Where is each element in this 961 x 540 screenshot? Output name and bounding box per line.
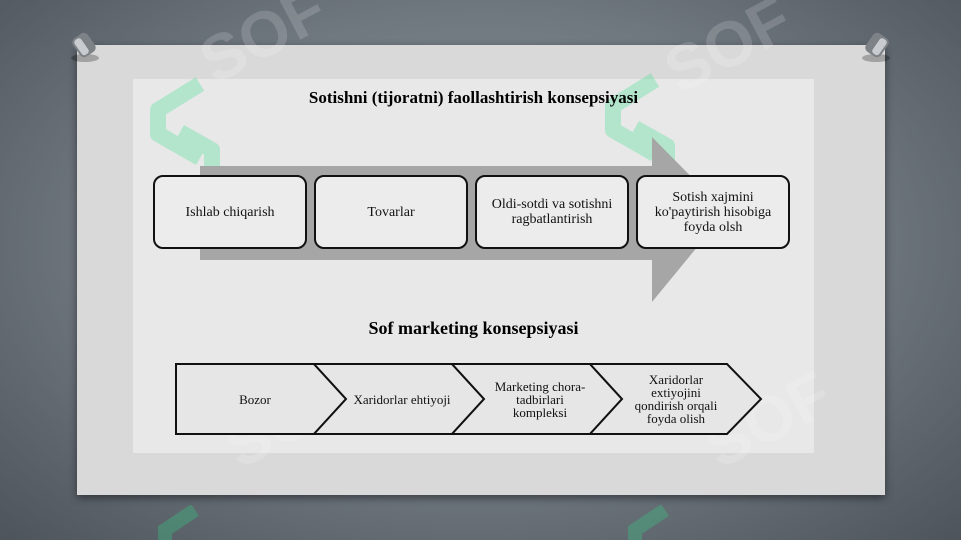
bottom-diagram-title: Sof marketing konsepsiyasi xyxy=(368,318,579,338)
top-flow-step-3-label: Oldi-sotdi va sotishni ragbatlantirish xyxy=(491,197,613,227)
top-flow-step-3: Oldi-sotdi va sotishni ragbatlantirish xyxy=(475,175,629,249)
bottom-flow-step-2-label: Xaridorlar ehtiyoji xyxy=(353,391,451,407)
top-flow-step-1-label: Ishlab chiqarish xyxy=(185,204,275,220)
bottom-flow-step-1-label: Bozor xyxy=(239,391,271,407)
bottom-flow-step-4-label: Xaridorlar extiyojini qondirish orqali f… xyxy=(634,372,718,426)
bottom-flow-step-3-label: Marketing chora-tadbirlari kompleksi xyxy=(494,378,586,420)
left-pin-icon xyxy=(71,32,99,62)
top-flow-step-4: Sotish xajmini ko'paytirish hisobiga foy… xyxy=(636,175,790,249)
right-pin-icon xyxy=(862,32,890,62)
bottom-flow-chevron-4 xyxy=(587,363,763,435)
top-flow-step-2-label: Tovarlar xyxy=(367,204,415,220)
top-flow-step-1: Ishlab chiqarish xyxy=(153,175,307,249)
top-flow-step-2: Tovarlar xyxy=(314,175,468,249)
top-diagram-title: Sotishni (tijoratni) faollashtirish kons… xyxy=(308,88,639,107)
top-flow-step-4-label: Sotish xajmini ko'paytirish hisobiga foy… xyxy=(654,189,772,235)
